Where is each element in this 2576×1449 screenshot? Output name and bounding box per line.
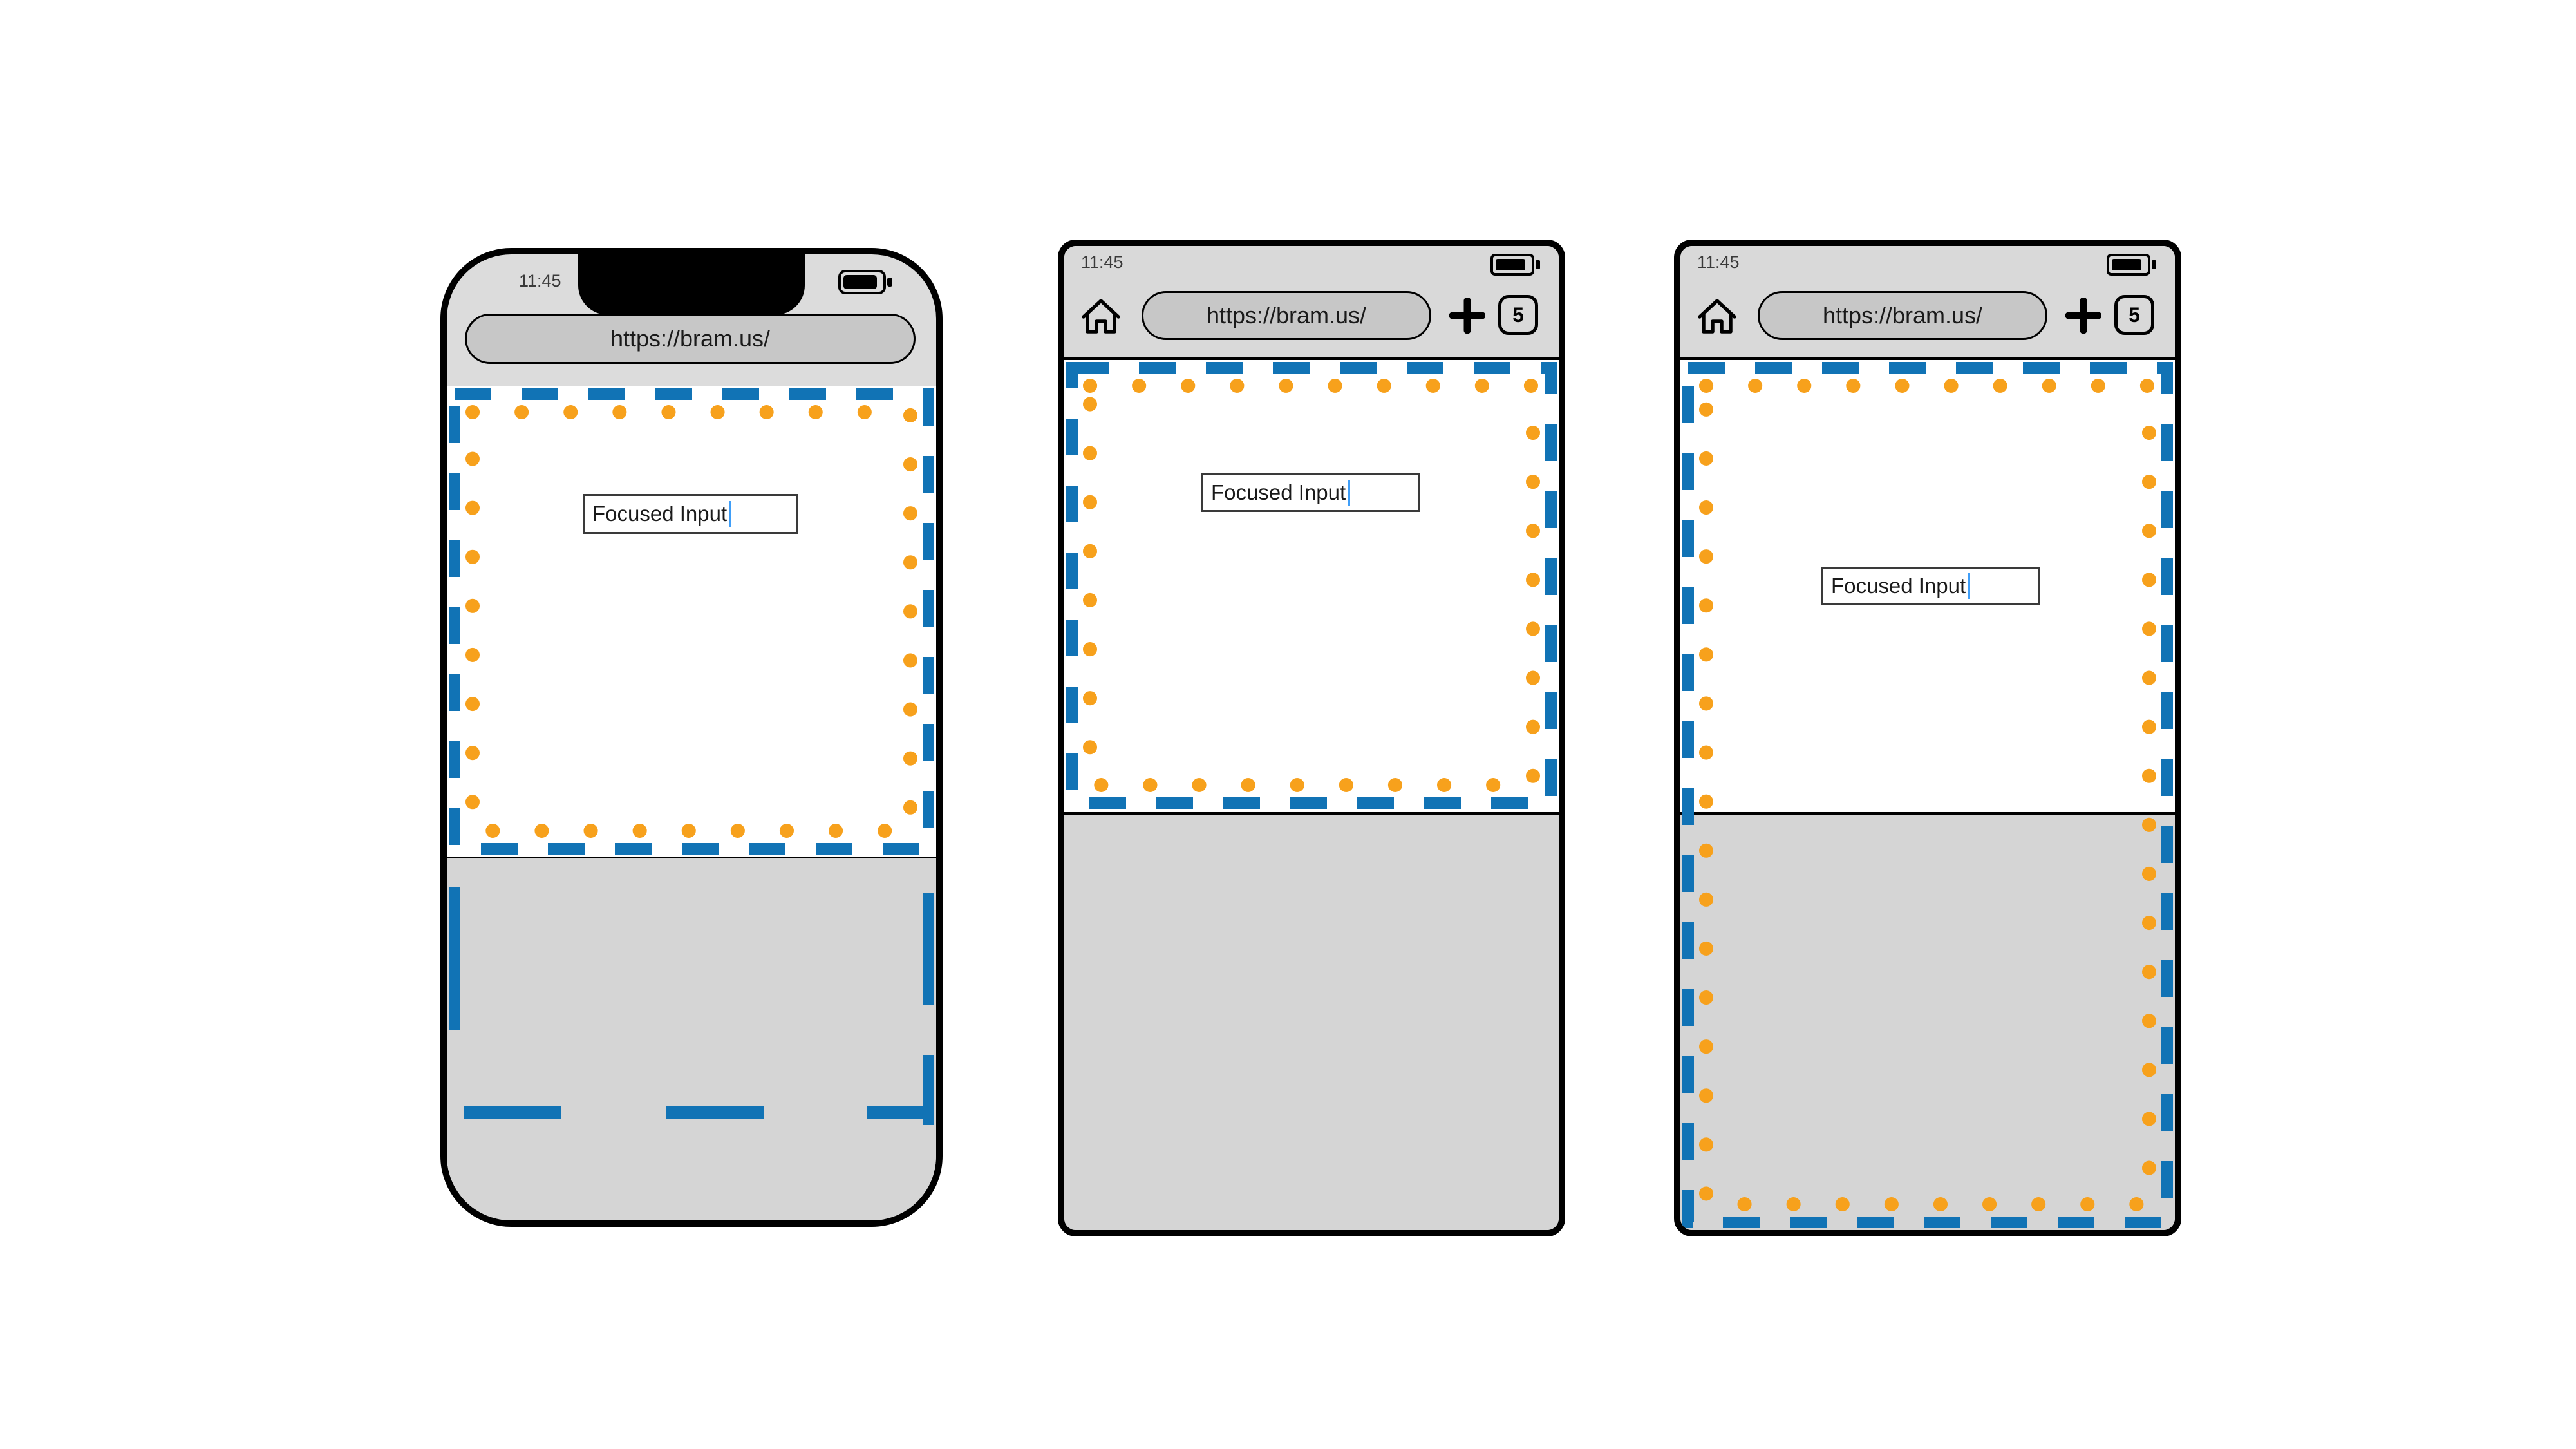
virtual-keyboard-area[interactable]	[1680, 812, 2175, 1230]
url-bar[interactable]: https://bram.us/	[1758, 291, 2047, 340]
battery-icon	[1490, 254, 1540, 276]
page-content: Focused Input	[1680, 360, 2175, 1230]
browser-chrome: 11:45 https://bram.us/ 5	[1064, 246, 1559, 360]
text-caret	[729, 501, 732, 527]
battery-icon	[838, 270, 892, 294]
status-time: 11:45	[1081, 252, 1123, 272]
url-bar[interactable]: https://bram.us/	[465, 314, 916, 364]
plus-icon[interactable]	[1449, 298, 1485, 334]
phone-iphone: 11:45 https://bram.us/ Focused Input	[440, 248, 943, 1227]
battery-icon	[2107, 254, 2156, 276]
home-icon[interactable]	[1080, 295, 1122, 337]
page-content: Focused Input	[1064, 360, 1559, 1230]
focused-input[interactable]: Focused Input	[1821, 567, 2040, 605]
input-text: Focused Input	[592, 502, 728, 526]
plus-icon[interactable]	[2065, 298, 2101, 334]
home-icon[interactable]	[1696, 295, 1738, 337]
text-caret	[1348, 480, 1351, 506]
virtual-keyboard-area[interactable]	[447, 857, 936, 1220]
virtual-keyboard-area[interactable]	[1064, 812, 1559, 1230]
focused-input[interactable]: Focused Input	[1201, 473, 1420, 512]
tab-counter-button[interactable]: 5	[2114, 295, 2154, 335]
url-bar[interactable]: https://bram.us/	[1142, 291, 1431, 340]
notch	[578, 254, 805, 315]
visible-page-area	[1064, 360, 1559, 812]
phone-android-2: 11:45 https://bram.us/ 5 Focused Input	[1674, 240, 2181, 1236]
phone-android-1: 11:45 https://bram.us/ 5 Focused Input	[1058, 240, 1565, 1236]
focused-input[interactable]: Focused Input	[583, 494, 798, 534]
input-text: Focused Input	[1831, 574, 1966, 598]
visible-page-area	[447, 386, 936, 857]
status-time: 11:45	[519, 271, 561, 290]
status-time: 11:45	[1697, 252, 1740, 272]
browser-chrome: 11:45 https://bram.us/ 5	[1680, 246, 2175, 360]
tab-counter-button[interactable]: 5	[1498, 295, 1538, 335]
text-caret	[1968, 573, 1971, 599]
input-text: Focused Input	[1211, 480, 1346, 504]
page-content: Focused Input	[447, 386, 936, 1220]
